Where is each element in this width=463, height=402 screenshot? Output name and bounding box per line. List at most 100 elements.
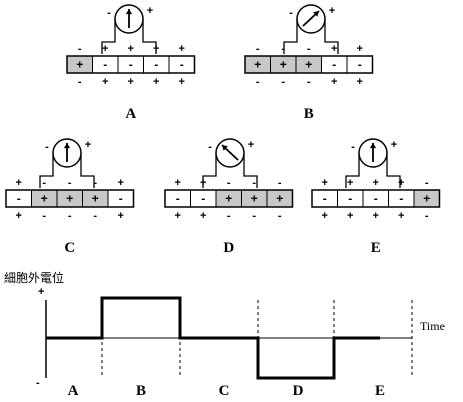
potential-trace [46, 296, 380, 380]
extracellular-sign-bottom: - [252, 210, 256, 222]
membrane-cell [337, 190, 363, 207]
intracellular-sign: - [348, 192, 352, 206]
intracellular-sign: + [423, 192, 430, 206]
extracellular-sign-bottom: - [93, 210, 97, 222]
graph-label-a: A [68, 383, 79, 399]
intracellular-sign: - [323, 192, 327, 206]
needle-head-icon [125, 9, 133, 15]
y-axis-label: 細胞外電位 [4, 270, 64, 285]
membrane-cell [108, 190, 134, 207]
y-axis-minus: - [36, 377, 40, 389]
electrode-lead-left [283, 19, 298, 54]
needle-head-icon [63, 143, 71, 149]
extracellular-sign-top: + [102, 43, 108, 55]
extracellular-sign-bottom: - [425, 210, 429, 222]
extracellular-sign-bottom: - [42, 210, 46, 222]
membrane-cell [245, 56, 271, 73]
panel-label: B [304, 106, 314, 122]
extracellular-sign-top: + [331, 43, 337, 55]
extracellular-sign-bottom: + [175, 210, 181, 222]
y-axis-plus: + [38, 286, 44, 298]
intracellular-sign: - [399, 192, 403, 206]
membrane-cell [92, 56, 118, 73]
membrane-cell [312, 190, 338, 207]
extracellular-sign-bottom: + [357, 76, 363, 88]
intracellular-sign: - [17, 192, 21, 206]
extracellular-sign-bottom: + [322, 210, 328, 222]
axon-outline [164, 189, 294, 208]
needle-head-icon [369, 143, 377, 149]
graph-label-c: C [219, 383, 230, 399]
meter-negative-sign: - [45, 141, 49, 153]
intracellular-sign: + [76, 58, 83, 72]
intracellular-sign: - [176, 192, 180, 206]
intracellular-sign: - [332, 58, 336, 72]
electrode-lead-right [80, 153, 95, 188]
extracellular-sign-top: - [227, 177, 231, 189]
electrode-lead-left [39, 153, 54, 188]
intracellular-sign: - [374, 192, 378, 206]
intracellular-sign: - [358, 58, 362, 72]
extracellular-sign-top: + [16, 177, 22, 189]
intracellular-sign: + [280, 58, 287, 72]
extracellular-sign-top: - [256, 43, 260, 55]
membrane-cell [241, 190, 267, 207]
extracellular-sign-top: + [118, 177, 124, 189]
intracellular-sign: - [154, 58, 158, 72]
panel-label: E [371, 240, 381, 256]
intracellular-sign: + [66, 192, 73, 206]
axon-outline [244, 55, 374, 74]
electrode-lead-left [345, 153, 360, 188]
membrane-cell [296, 56, 322, 73]
extracellular-sign-top: - [68, 177, 72, 189]
extracellular-sign-bottom: + [153, 76, 159, 88]
graph-label-e: E [375, 383, 385, 399]
extracellular-sign-bottom: + [118, 210, 124, 222]
membrane-cell [363, 190, 389, 207]
panel-label: A [125, 106, 136, 122]
extracellular-sign-bottom: + [373, 210, 379, 222]
meter-negative-sign: - [351, 141, 355, 153]
extracellular-sign-top: + [175, 177, 181, 189]
extracellular-sign-bottom: + [347, 210, 353, 222]
extracellular-sign-top: + [347, 177, 353, 189]
membrane-cell [267, 190, 293, 207]
extracellular-sign-bottom: - [281, 76, 285, 88]
extracellular-sign-top: + [398, 177, 404, 189]
membrane-cell [216, 190, 242, 207]
extracellular-sign-top: - [278, 177, 282, 189]
axon-outline [66, 55, 196, 74]
graph-label-d: D [293, 383, 304, 399]
panel-label: C [64, 240, 75, 256]
extracellular-sign-top: - [307, 43, 311, 55]
extracellular-sign-bottom: + [331, 76, 337, 88]
intracellular-sign: - [119, 192, 123, 206]
intracellular-sign: + [251, 192, 258, 206]
x-axis-label: Time [420, 319, 445, 333]
membrane-cell [270, 56, 296, 73]
graph-label-b: B [136, 383, 146, 399]
intracellular-sign: + [276, 192, 283, 206]
intracellular-sign: - [180, 58, 184, 72]
intracellular-sign: + [92, 192, 99, 206]
electrode-lead-right [386, 153, 401, 188]
electrode-lead-left [101, 19, 116, 54]
extracellular-sign-bottom: - [307, 76, 311, 88]
axon-panels: + - - - - - + + + + - + + + + - + A + + + - - - - - + + - - - + + - + B - + + +… [5, 4, 441, 256]
intracellular-sign: + [305, 58, 312, 72]
extracellular-sign-top: - [42, 177, 46, 189]
intracellular-sign: + [41, 192, 48, 206]
extracellular-sign-bottom: - [278, 210, 282, 222]
intracellular-sign: - [201, 192, 205, 206]
needle-head-icon [222, 145, 228, 151]
electrode-lead-right [142, 19, 157, 54]
extracellular-sign-top: - [425, 177, 429, 189]
membrane-cell [118, 56, 144, 73]
axon-panel-a: +-----++++-++++-+A [66, 4, 196, 122]
intracellular-sign: - [129, 58, 133, 72]
extracellular-sign-bottom: + [398, 210, 404, 222]
electrode-lead-left [202, 153, 217, 188]
membrane-cell [31, 190, 57, 207]
meter-positive-sign: + [147, 5, 153, 17]
